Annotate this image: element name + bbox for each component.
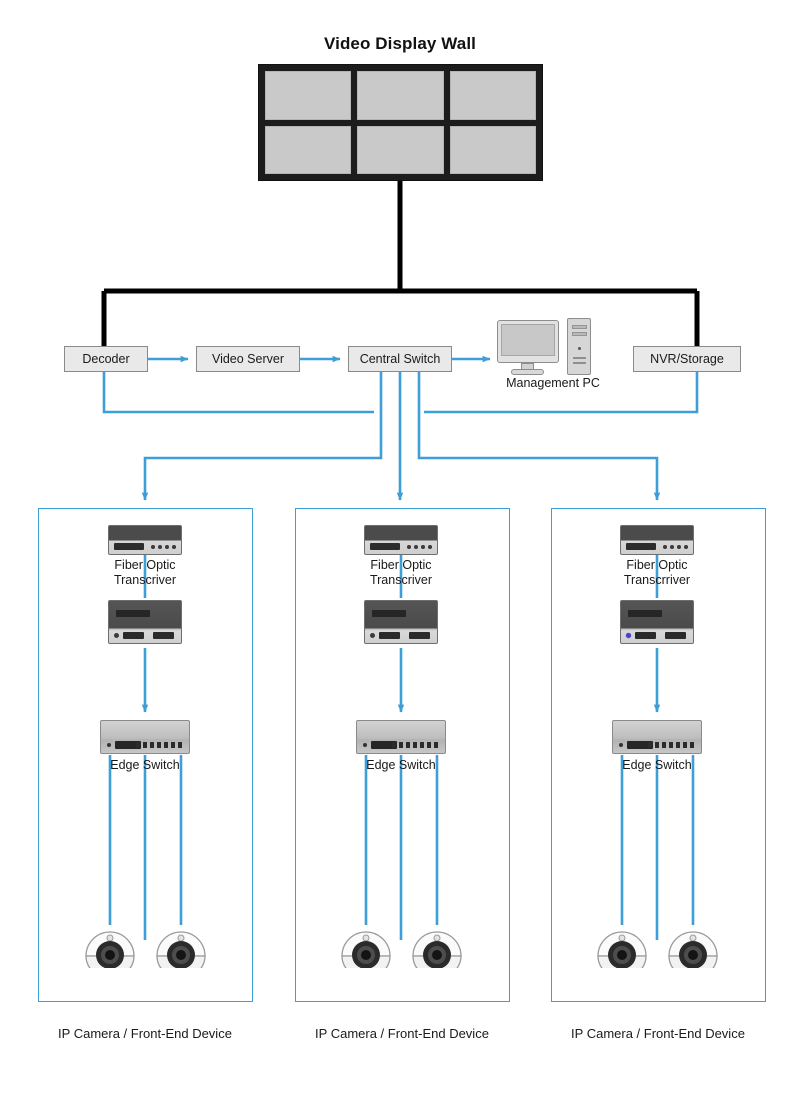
group-caption-1: IP Camera / Front-End Device [58, 1026, 232, 1041]
edge-switch-label-1: Edge Switch [110, 758, 180, 772]
edge-switch-icon-2 [356, 720, 446, 754]
wall-panel [357, 125, 444, 174]
page-title: Video Display Wall [323, 34, 476, 53]
wall-panel [357, 71, 444, 120]
ip-camera-icon-3b [668, 931, 718, 968]
ip-camera-icon-2b [412, 931, 462, 968]
fiber-optic-transceiver-icon-2 [364, 525, 438, 555]
media-converter-icon-3 [620, 600, 694, 644]
fiber-label-line2: Transcriver [113, 573, 177, 587]
tower-power-dot [578, 347, 581, 350]
group-caption-3: IP Camera / Front-End Device [571, 1026, 745, 1041]
wall-panel [265, 125, 352, 174]
fiber-label-3: Fiber Optic Transcrriver [577, 558, 737, 588]
group-caption-2: IP Camera / Front-End Device [315, 1026, 489, 1041]
fiber-label-line1: Fiber Optic [370, 558, 432, 572]
group-box-2 [295, 508, 510, 1002]
group-box-3 [551, 508, 766, 1002]
video-display-wall [258, 64, 543, 181]
tower-bay [572, 332, 587, 336]
fiber-optic-transceiver-icon-1 [108, 525, 182, 555]
management-pc-label: Management PC [506, 376, 600, 390]
ip-camera-icon-1a [85, 931, 135, 968]
node-decoder[interactable]: Decoder [64, 346, 148, 372]
fiber-label-line1: Fiber Optic [626, 558, 688, 572]
node-central-switch[interactable]: Central Switch [348, 346, 452, 372]
monitor-screen [501, 324, 555, 356]
monitor-base [511, 369, 544, 375]
ip-camera-icon-2a [341, 931, 391, 968]
wall-panel [449, 71, 536, 120]
media-converter-led [626, 633, 631, 638]
edge-switch-label-3: Edge Switch [622, 758, 692, 772]
edge-switch-label-2: Edge Switch [366, 758, 436, 772]
edge-switch-icon-3 [612, 720, 702, 754]
management-pc-icon [497, 318, 593, 376]
node-video-server[interactable]: Video Server [196, 346, 300, 372]
ip-camera-icon-1b [156, 931, 206, 968]
fiber-label-line2: Transcriver [369, 573, 433, 587]
fiber-label-1: Fiber Optic Transcriver [65, 558, 225, 588]
pc-tower-icon [567, 318, 591, 375]
ip-camera-icon-3a [597, 931, 647, 968]
tower-vent [573, 362, 586, 364]
media-converter-icon-2 [364, 600, 438, 644]
node-nvr-storage[interactable]: NVR/Storage [633, 346, 741, 372]
monitor-icon [497, 320, 559, 363]
wall-panel [265, 71, 352, 120]
media-converter-icon-1 [108, 600, 182, 644]
fiber-label-line2: Transcrriver [623, 573, 691, 587]
fiber-label-line1: Fiber Optic [114, 558, 176, 572]
edge-switch-icon-1 [100, 720, 190, 754]
fiber-optic-transceiver-icon-3 [620, 525, 694, 555]
wall-panel [449, 125, 536, 174]
group-box-1 [38, 508, 253, 1002]
tower-vent [573, 357, 586, 359]
tower-bay [572, 325, 587, 329]
fiber-label-2: Fiber Optic Transcriver [321, 558, 481, 588]
